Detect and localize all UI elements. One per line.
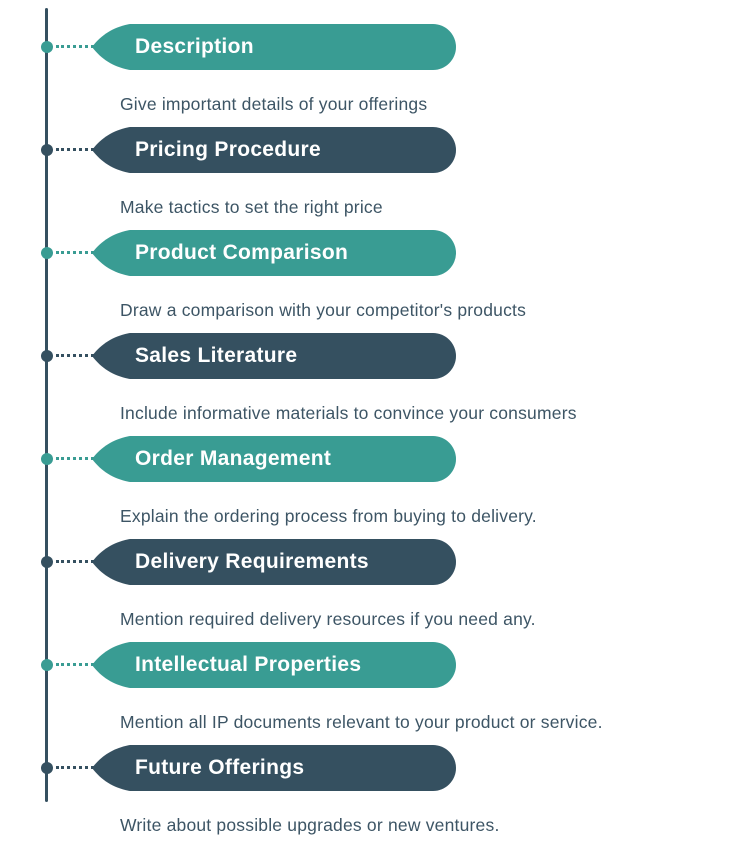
banner-shape-icon	[92, 333, 456, 379]
dotted-connector	[56, 354, 94, 357]
item-description: Make tactics to set the right price	[120, 197, 383, 217]
timeline-items: Description Give important details of yo…	[0, 24, 750, 848]
timeline-item: Delivery Requirements Mention required d…	[0, 539, 750, 642]
dotted-connector	[56, 766, 94, 769]
dotted-connector	[56, 148, 94, 151]
item-banner: Pricing Procedure	[92, 127, 456, 173]
dotted-connector	[56, 251, 94, 254]
timeline-vertical-line	[45, 8, 48, 802]
timeline-item: Future Offerings Write about possible up…	[0, 745, 750, 848]
dotted-connector	[56, 560, 94, 563]
item-description: Explain the ordering process from buying…	[120, 506, 537, 526]
banner-shape-icon	[92, 436, 456, 482]
item-banner: Product Comparison	[92, 230, 456, 276]
timeline-item: Order Management Explain the ordering pr…	[0, 436, 750, 539]
dotted-connector	[56, 45, 94, 48]
timeline-item: Intellectual Properties Mention all IP d…	[0, 642, 750, 745]
item-title: Pricing Procedure	[135, 138, 321, 161]
item-description: Draw a comparison with your competitor's…	[120, 300, 527, 320]
item-banner: Future Offerings	[92, 745, 456, 791]
timeline-dot	[41, 762, 53, 774]
timeline-dot	[41, 144, 53, 156]
timeline-dot	[41, 556, 53, 568]
timeline-item: Product Comparison Draw a comparison wit…	[0, 230, 750, 333]
timeline-dot	[41, 247, 53, 259]
item-title: Product Comparison	[135, 241, 349, 264]
item-title: Sales Literature	[135, 344, 298, 367]
item-title: Intellectual Properties	[135, 653, 362, 676]
timeline-item: Sales Literature Include informative mat…	[0, 333, 750, 436]
timeline-item: Pricing Procedure Make tactics to set th…	[0, 127, 750, 230]
item-title: Delivery Requirements	[135, 550, 369, 573]
banner-shape-icon	[92, 230, 456, 276]
item-banner: Sales Literature	[92, 333, 456, 379]
timeline-dot	[41, 453, 53, 465]
banner-shape-icon	[92, 539, 456, 585]
dotted-connector	[56, 663, 94, 666]
item-title: Order Management	[135, 447, 332, 470]
item-description: Include informative materials to convinc…	[120, 403, 577, 423]
timeline-item: Description Give important details of yo…	[0, 24, 750, 127]
item-banner: Delivery Requirements	[92, 539, 456, 585]
item-description: Give important details of your offerings	[120, 94, 428, 114]
banner-shape-icon	[92, 127, 456, 173]
dotted-connector	[56, 457, 94, 460]
banner-shape-icon	[92, 24, 456, 70]
item-banner: Intellectual Properties	[92, 642, 456, 688]
banner-shape-icon	[92, 642, 456, 688]
item-description: Write about possible upgrades or new ven…	[120, 815, 500, 835]
banner-shape-icon	[92, 745, 456, 791]
item-banner: Order Management	[92, 436, 456, 482]
item-description: Mention required delivery resources if y…	[120, 609, 536, 629]
item-description: Mention all IP documents relevant to you…	[120, 712, 603, 732]
item-title: Future Offerings	[135, 756, 305, 779]
item-banner: Description	[92, 24, 456, 70]
item-title: Description	[135, 35, 254, 58]
timeline-dot	[41, 659, 53, 671]
timeline-dot	[41, 41, 53, 53]
timeline-dot	[41, 350, 53, 362]
